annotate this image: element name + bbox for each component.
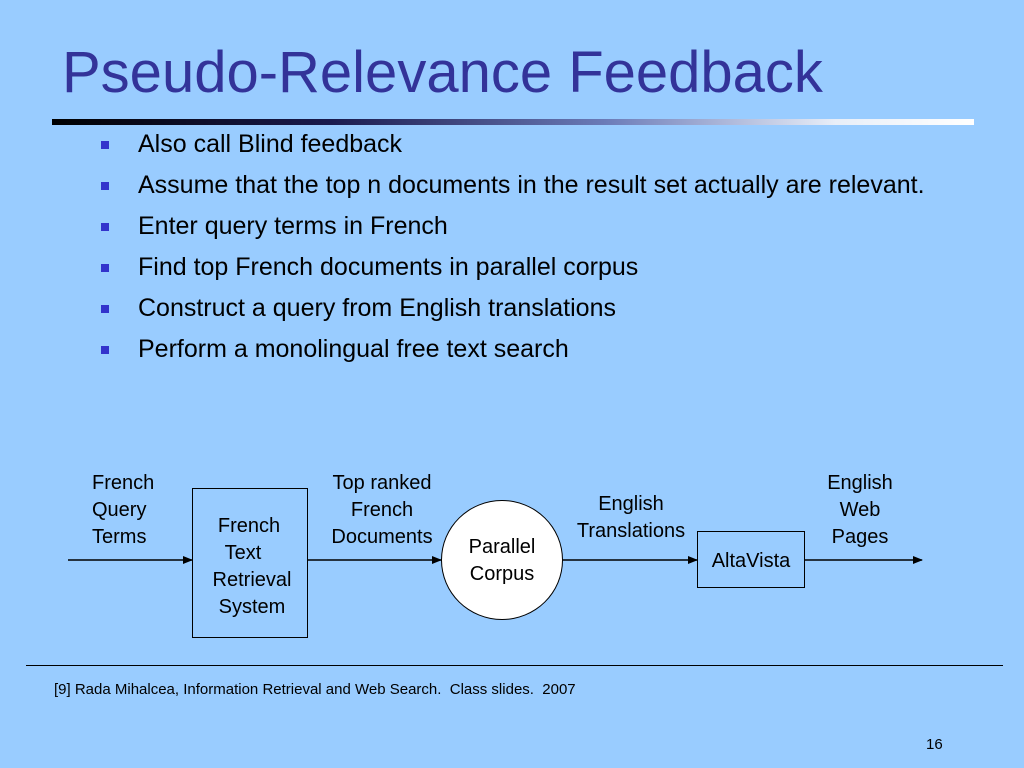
label-line: Web (839, 499, 881, 521)
parallel-corpus-label: Parallel Corpus (441, 534, 563, 588)
parallel-corpus-circle (441, 500, 563, 620)
top-ranked-documents-label: Top ranked French Documents (322, 470, 442, 551)
footer-divider (26, 665, 1003, 666)
bullet-text: Construct a query from English translati… (138, 294, 616, 322)
label-line: Pages (831, 526, 889, 548)
label-line: Parallel (468, 536, 536, 558)
label-line: French (92, 472, 155, 494)
bullet-text: Also call Blind feedback (138, 130, 403, 158)
retrieval-system-box (192, 488, 308, 638)
title-underline (52, 119, 974, 125)
square-bullet-icon (101, 182, 109, 190)
french-query-terms-label: French Query Terms (92, 470, 154, 551)
label-line: Corpus (469, 563, 535, 585)
bullet-text: Enter query terms in French (138, 212, 448, 240)
page-number: 16 (926, 736, 943, 753)
bullet-item: Also call Blind feedback (100, 128, 940, 160)
citation-footnote: [9] Rada Mihalcea, Information Retrieval… (54, 681, 576, 698)
label-line: English (598, 493, 664, 515)
retrieval-system-label: French Text Retrieval System (196, 513, 308, 621)
bullet-text: Perform a monolingual free text search (138, 335, 569, 363)
bullet-text: Assume that the top n documents in the r… (138, 171, 925, 199)
label-line: English (827, 472, 893, 494)
label-line: Retrieval (212, 569, 292, 591)
english-translations-label: English Translations (571, 491, 691, 545)
square-bullet-icon (101, 346, 109, 354)
label-line: Terms (92, 526, 147, 548)
bullet-item: Assume that the top n documents in the r… (100, 169, 940, 201)
bullet-list: Also call Blind feedback Assume that the… (100, 128, 940, 374)
label-line: French (350, 499, 414, 521)
altavista-box (697, 531, 805, 588)
square-bullet-icon (101, 223, 109, 231)
bullet-text: Find top French documents in parallel co… (138, 253, 639, 281)
label-line: System (218, 596, 286, 618)
bullet-item: Construct a query from English translati… (100, 292, 940, 324)
bullet-item: Perform a monolingual free text search (100, 333, 940, 365)
label-line: Query (92, 499, 147, 521)
square-bullet-icon (101, 141, 109, 149)
english-web-pages-label: English Web Pages (810, 470, 910, 551)
altavista-label: AltaVista (711, 550, 791, 572)
square-bullet-icon (101, 305, 109, 313)
label-line: Top ranked (332, 472, 432, 494)
label-line: French (217, 515, 281, 537)
label-line: Text (224, 542, 262, 564)
square-bullet-icon (101, 264, 109, 272)
label-line: Documents (331, 526, 433, 548)
label-line: Translations (576, 520, 686, 542)
bullet-item: Enter query terms in French (100, 210, 940, 242)
bullet-item: Find top French documents in parallel co… (100, 251, 940, 283)
slide-title: Pseudo-Relevance Feedback (62, 40, 823, 105)
